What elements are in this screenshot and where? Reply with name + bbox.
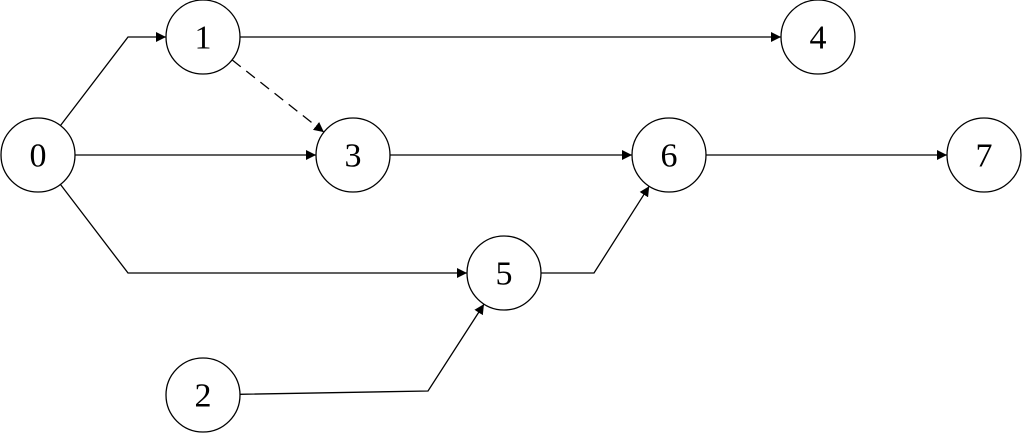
node-5: 5 bbox=[466, 235, 542, 311]
node-6-circle bbox=[631, 117, 707, 193]
node-0-label: 0 bbox=[30, 138, 47, 175]
node-5-label: 5 bbox=[496, 256, 513, 293]
edge-2-to-5 bbox=[239, 303, 485, 395]
node-6-label: 6 bbox=[661, 138, 678, 175]
edge-0-to-1 bbox=[59, 32, 166, 126]
node-7-label: 7 bbox=[976, 138, 993, 175]
node-0: 0 bbox=[0, 117, 76, 193]
node-7-circle bbox=[946, 117, 1022, 193]
node-2-circle bbox=[165, 357, 241, 433]
node-6: 6 bbox=[631, 117, 707, 193]
edge-0-to-5 bbox=[59, 184, 467, 278]
edges-layer bbox=[59, 32, 947, 395]
node-4: 4 bbox=[780, 0, 856, 75]
node-1: 1 bbox=[165, 0, 241, 75]
node-5-circle bbox=[466, 235, 542, 311]
node-3-label: 3 bbox=[345, 138, 362, 175]
node-7: 7 bbox=[946, 117, 1022, 193]
node-4-label: 4 bbox=[810, 20, 827, 57]
edge-1-to-3 bbox=[231, 59, 325, 133]
node-1-label: 1 bbox=[195, 20, 212, 57]
node-0-circle bbox=[0, 117, 76, 193]
node-3-circle bbox=[315, 117, 391, 193]
node-4-circle bbox=[780, 0, 856, 75]
node-1-circle bbox=[165, 0, 241, 75]
node-2-label: 2 bbox=[195, 378, 212, 415]
node-2: 2 bbox=[165, 357, 241, 433]
edge-5-to-6 bbox=[541, 185, 650, 274]
node-3: 3 bbox=[315, 117, 391, 193]
